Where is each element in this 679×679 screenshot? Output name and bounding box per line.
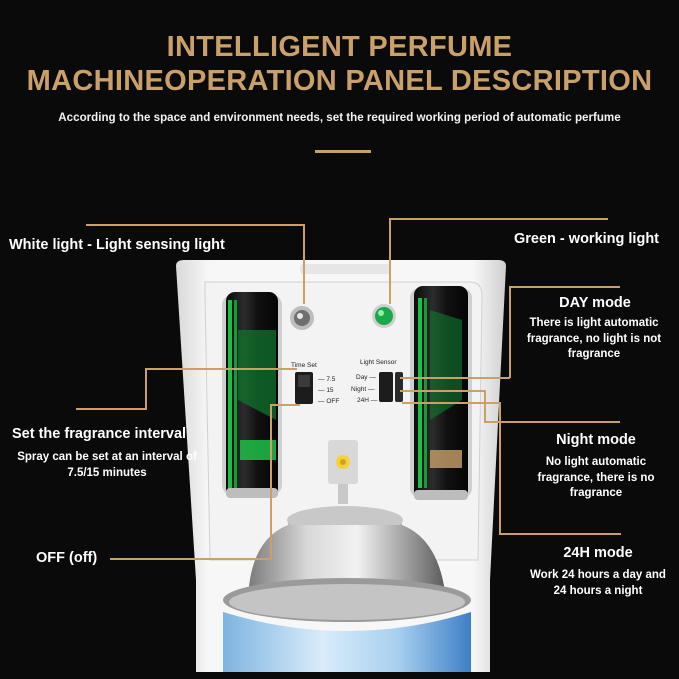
leader-fragrance-interval bbox=[76, 408, 146, 410]
title-line-2: MACHINEOPERATION PANEL DESCRIPTION bbox=[26, 65, 653, 97]
title-line-1: INTELLIGENT PERFUME bbox=[166, 31, 513, 63]
right-battery bbox=[410, 286, 472, 500]
leader-green-light bbox=[390, 218, 608, 220]
label-day-mode: DAY mode bbox=[559, 295, 631, 311]
desc-fragrance-interval: Spray can be set at an interval of 7.5/1… bbox=[17, 451, 197, 479]
light-sensor-switch bbox=[379, 372, 393, 402]
label-white-light: White light - Light sensing light bbox=[9, 237, 225, 253]
subtitle: According to the space and environment n… bbox=[58, 111, 621, 124]
light-option-day: Day — bbox=[356, 374, 376, 381]
light-option-24h: 24H — bbox=[357, 397, 378, 404]
leader-24h-mode bbox=[402, 402, 500, 404]
leader-day-mode bbox=[510, 286, 620, 288]
left-battery bbox=[222, 292, 282, 498]
desc-day-mode: There is light automatic fragrance, no l… bbox=[526, 317, 662, 360]
light-sensor-label: Light Sensor bbox=[360, 359, 397, 366]
time-option-7-5: — 7.5 bbox=[318, 376, 336, 383]
light-option-night: Night — bbox=[351, 386, 375, 393]
label-night-mode: Night mode bbox=[556, 432, 636, 448]
label-fragrance-interval: Set the fragrance interval bbox=[12, 426, 187, 442]
leader-white-light bbox=[86, 224, 304, 226]
desc-24h-mode: Work 24 hours a day and 24 hours a night bbox=[530, 569, 666, 597]
label-off: OFF (off) bbox=[36, 550, 98, 566]
time-option-15: — 15 bbox=[318, 387, 334, 394]
desc-night-mode: No light automatic fragrance, there is n… bbox=[537, 456, 655, 499]
time-set-label: Time Set bbox=[291, 362, 317, 369]
leader-off bbox=[110, 558, 270, 560]
label-green-light: Green - working light bbox=[514, 231, 660, 247]
title-divider bbox=[315, 150, 371, 153]
label-24h-mode: 24H mode bbox=[563, 545, 633, 561]
leader-night-mode bbox=[400, 390, 485, 392]
time-option-off: — OFF bbox=[318, 398, 340, 405]
